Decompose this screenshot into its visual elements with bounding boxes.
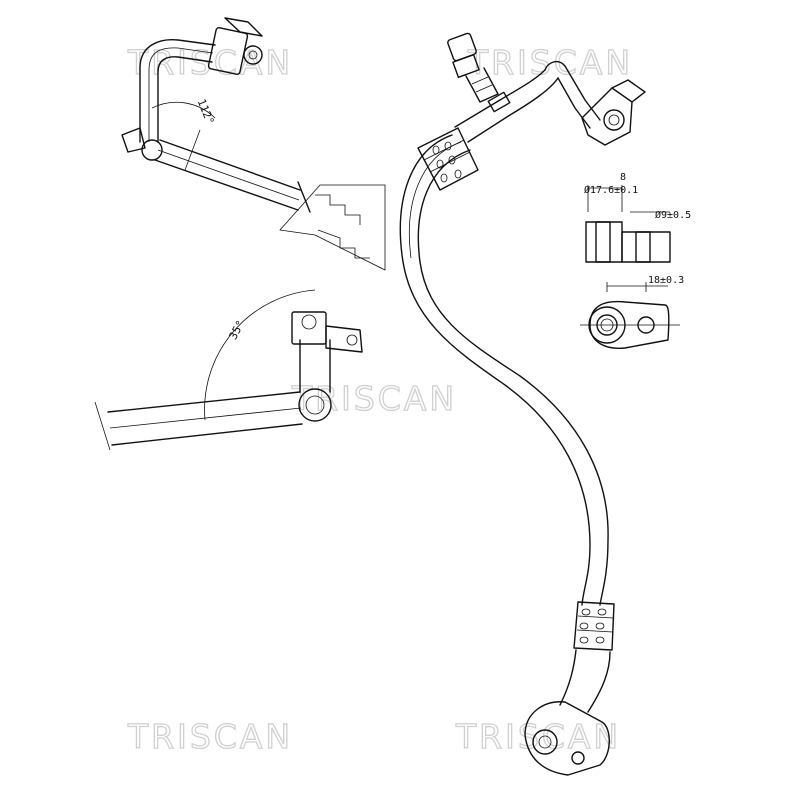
top-right-fitting: [581, 79, 646, 146]
dimension-detail-section: Ø17.6±0.1 8 Ø9±0.5: [584, 172, 691, 263]
watermark-bottom-right: TRISCAN: [455, 717, 621, 756]
watermark-bottom-left: TRISCAN: [127, 717, 293, 756]
watermark-top-right: TRISCAN: [467, 43, 633, 82]
lower-crimp: [573, 601, 615, 651]
detail-mid-left: 35°: [94, 289, 363, 451]
watermarks: TRISCAN TRISCAN TRISCAN TRISCAN TRISCAN: [126, 42, 633, 756]
dim-center-distance: 18±0.3: [648, 275, 684, 286]
upper-crimp: [417, 127, 479, 191]
main-hose: [399, 32, 646, 776]
angle-label-top: 112°: [195, 97, 217, 126]
watermark-center: TRISCAN: [291, 379, 457, 418]
dimension-detail-plan: 18±0.3: [580, 275, 684, 349]
section-line: [279, 184, 386, 271]
dim-outer-diameter: Ø17.6±0.1: [584, 184, 638, 196]
watermark-top-left: TRISCAN: [127, 43, 293, 82]
bottom-fitting: [524, 701, 610, 776]
pressure-switch: [447, 32, 511, 113]
dim-thickness: 8: [620, 172, 626, 183]
angle-label-mid: 35°: [227, 318, 248, 342]
dim-hole-diameter: Ø9±0.5: [655, 209, 691, 221]
